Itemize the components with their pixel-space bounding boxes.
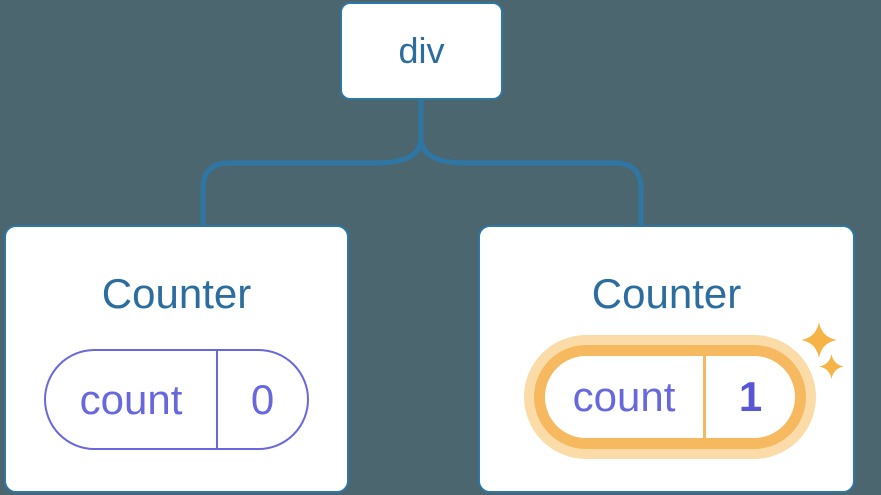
state-value: 1 bbox=[738, 373, 763, 420]
component-title: Counter bbox=[101, 270, 252, 317]
sparkle-icon-large bbox=[801, 322, 837, 358]
state-pill-highlighted: count 1 bbox=[534, 345, 806, 449]
state-value: 0 bbox=[250, 375, 275, 423]
component-card-counter-right: Counter count 1 bbox=[478, 225, 855, 493]
sparkle-icon-small bbox=[819, 354, 844, 379]
state-pill: count 0 bbox=[44, 349, 309, 450]
root-node-label: div bbox=[398, 30, 445, 71]
connector-branch-right bbox=[418, 100, 644, 225]
connector-branch-left bbox=[200, 100, 424, 225]
state-key: count bbox=[46, 351, 218, 448]
component-card-counter-left: Counter count 0 bbox=[4, 225, 349, 493]
root-node-div: div bbox=[340, 2, 503, 100]
state-key: count bbox=[545, 356, 706, 438]
component-title: Counter bbox=[591, 270, 742, 317]
